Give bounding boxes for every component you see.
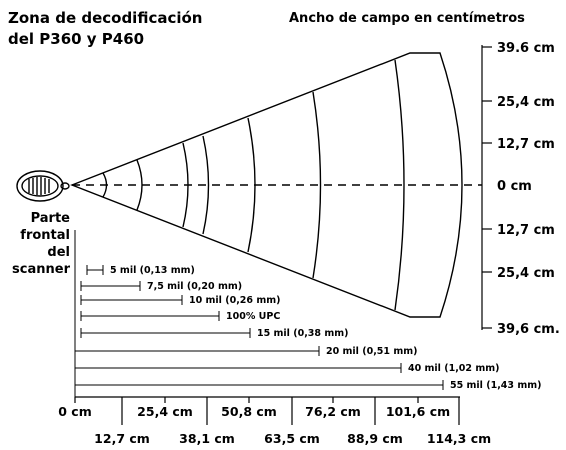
distance-axis: 0 cm 25,4 cm 50,8 cm 76,2 cm 101,6 cm 12… — [58, 396, 491, 446]
width-label-bottom-25-4: 25,4 cm — [497, 266, 555, 281]
field-outline — [70, 52, 463, 318]
range-label-100-upc: 100% UPC — [226, 311, 280, 322]
title-line-1: Zona de decodificación — [8, 9, 202, 27]
width-label-top-12-7: 12,7 cm — [497, 137, 555, 152]
zone-arc-6 — [312, 91, 322, 279]
barcode-scanner-head-icon — [16, 170, 70, 202]
axis-label-25-4: 25,4 cm — [137, 404, 193, 419]
zone-arc-2 — [136, 159, 143, 211]
width-label-bottom-39-6: 39,6 cm. — [497, 322, 560, 337]
axis-label-63-5: 63,5 cm — [264, 431, 320, 446]
axis-label-101-6: 101,6 cm — [386, 404, 450, 419]
scanner-label-line-2: frontal — [20, 228, 70, 243]
scanner-label-line-4: scanner — [12, 262, 71, 277]
width-label-top-39-6: 39.6 cm — [497, 41, 555, 56]
axis-label-50-8: 50,8 cm — [221, 404, 277, 419]
zone-arc-5 — [247, 117, 256, 253]
decode-field-cone — [70, 52, 482, 318]
range-label-10-mil: 10 mil (0,26 mm) — [189, 295, 280, 306]
field-width-header: Ancho de campo en centímetros — [289, 11, 525, 26]
range-label-20-mil: 20 mil (0,51 mm) — [326, 346, 417, 357]
width-scale: 39.6 cm 25,4 cm 12,7 cm 0 cm 12,7 cm 25,… — [481, 41, 560, 337]
axis-label-38-1: 38,1 cm — [179, 431, 235, 446]
range-label-55-mil: 55 mil (1,43 mm) — [450, 380, 541, 391]
range-label-7-5-mil: 7,5 mil (0,20 mm) — [147, 281, 242, 292]
zone-arc-4 — [202, 135, 210, 235]
range-label-5-mil: 5 mil (0,13 mm) — [110, 265, 195, 276]
range-bars: 5 mil (0,13 mm) 7,5 mil (0,20 mm) 10 mil… — [74, 230, 541, 397]
width-label-zero: 0 cm — [497, 179, 532, 194]
width-label-top-25-4: 25,4 cm — [497, 95, 555, 110]
axis-label-12-7: 12,7 cm — [94, 431, 150, 446]
axis-label-76-2: 76,2 cm — [305, 404, 361, 419]
width-label-bottom-12-7: 12,7 cm — [497, 223, 555, 238]
axis-label-114-3: 114,3 cm — [427, 431, 491, 446]
range-label-40-mil: 40 mil (1,02 mm) — [408, 363, 499, 374]
scanner-label-line-1: Parte — [31, 211, 71, 226]
range-label-15-mil: 15 mil (0,38 mm) — [257, 328, 348, 339]
axis-label-0: 0 cm — [58, 404, 91, 419]
scanner-label-line-3: del — [47, 245, 70, 260]
zone-arc-7 — [394, 59, 405, 311]
axis-label-88-9: 88,9 cm — [347, 431, 403, 446]
title-line-2: del P360 y P460 — [8, 30, 144, 48]
